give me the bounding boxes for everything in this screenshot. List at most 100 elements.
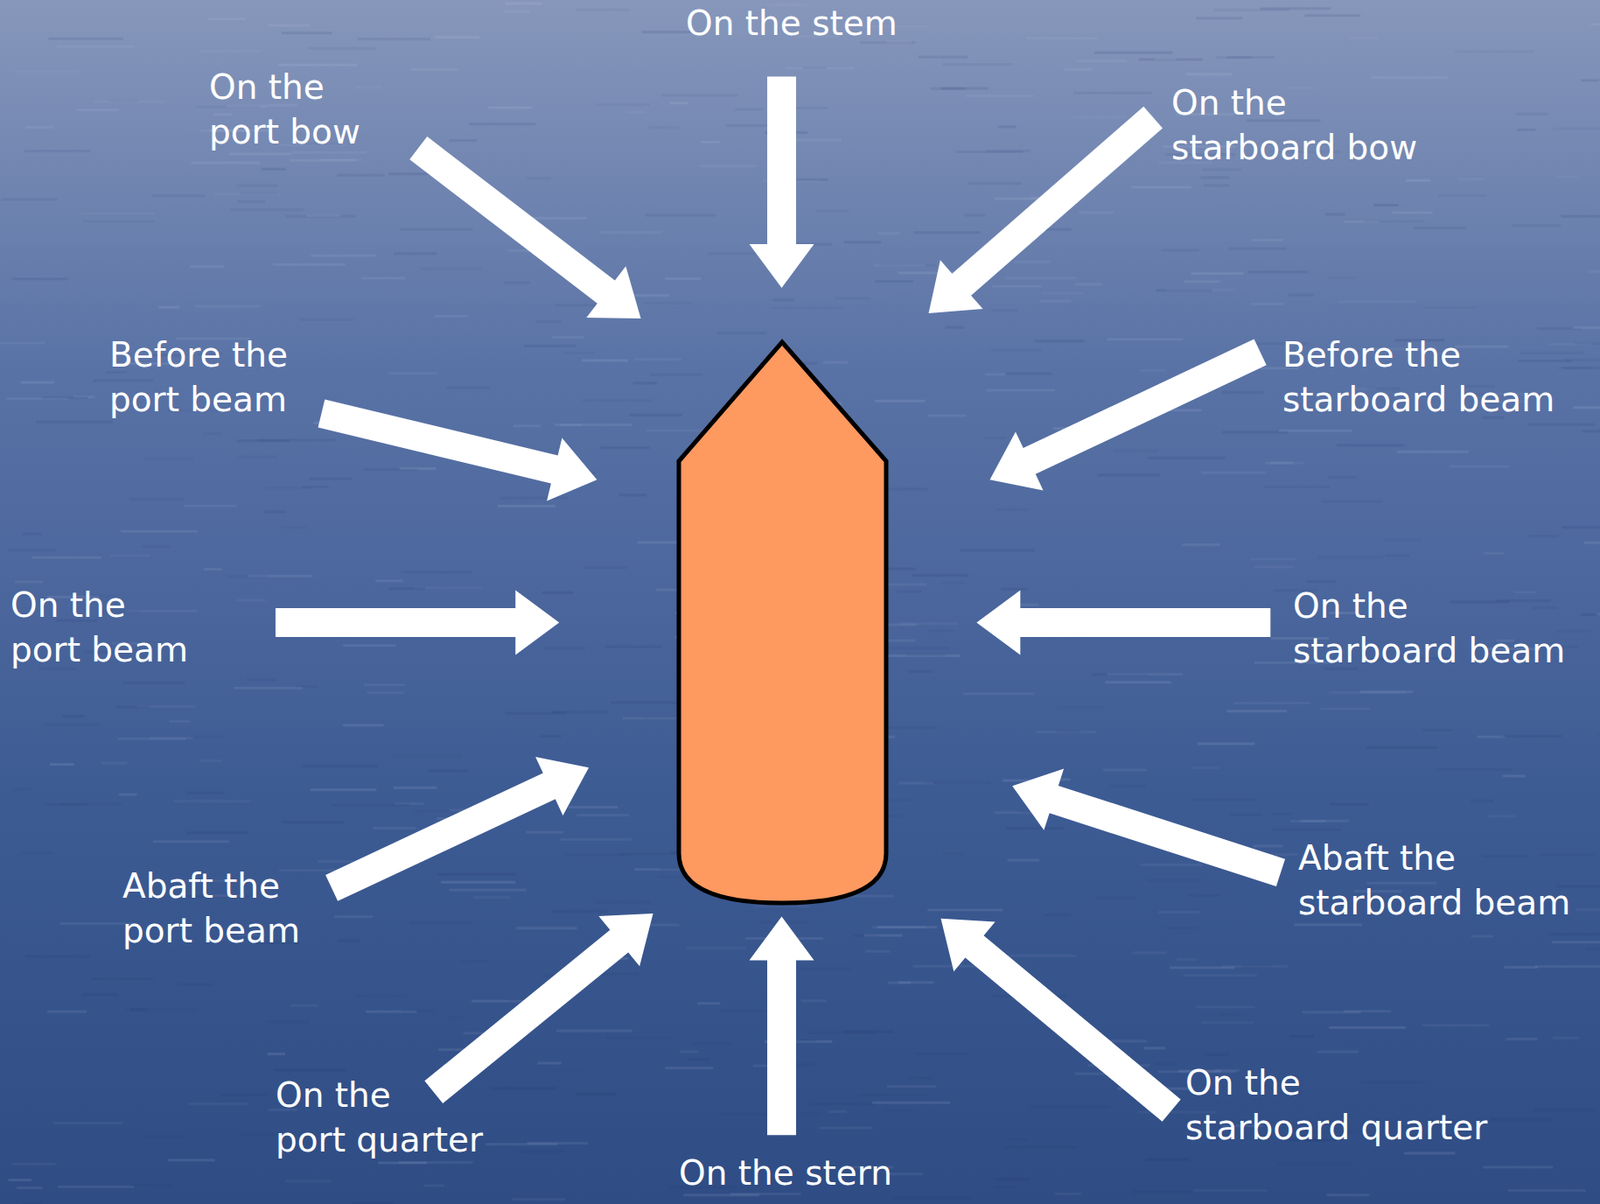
wave-streak bbox=[366, 691, 405, 694]
wave-streak bbox=[1584, 541, 1600, 545]
wave-streak bbox=[83, 219, 155, 223]
label-line: starboard bow bbox=[1171, 125, 1418, 171]
wave-streak bbox=[887, 1084, 937, 1088]
wave-streak bbox=[991, 349, 1042, 352]
wave-streak bbox=[213, 192, 281, 196]
wave-streak bbox=[1548, 932, 1600, 936]
wave-streak bbox=[342, 643, 396, 647]
wave-streak bbox=[642, 301, 692, 305]
wave-streak bbox=[1076, 59, 1127, 63]
wave-streak bbox=[942, 852, 965, 855]
wave-streak bbox=[1370, 76, 1448, 79]
wave-streak bbox=[437, 873, 516, 876]
wave-streak bbox=[1470, 799, 1495, 803]
wave-streak bbox=[388, 586, 426, 590]
wave-streak bbox=[1095, 896, 1136, 900]
wave-streak bbox=[1166, 288, 1236, 292]
wave-streak bbox=[516, 926, 577, 930]
wave-streak bbox=[924, 781, 992, 784]
wave-streak bbox=[1533, 1108, 1594, 1111]
wave-streak bbox=[199, 759, 223, 762]
wave-streak bbox=[540, 734, 561, 738]
wave-streak bbox=[648, 125, 680, 129]
wave-streak bbox=[505, 2, 543, 6]
label-line: On the bbox=[1171, 81, 1418, 126]
wave-streak bbox=[554, 423, 632, 427]
wave-streak bbox=[129, 497, 185, 501]
wave-streak bbox=[499, 496, 567, 500]
wave-streak bbox=[497, 504, 556, 508]
wave-streak bbox=[1596, 612, 1600, 615]
wave-streak bbox=[1216, 55, 1252, 59]
wave-streak bbox=[872, 1101, 951, 1104]
bearing-arrow bbox=[424, 913, 653, 1104]
wave-streak bbox=[54, 1121, 123, 1125]
wave-streak bbox=[142, 1135, 182, 1139]
wave-streak bbox=[16, 1186, 43, 1189]
wave-streak bbox=[1506, 1037, 1538, 1041]
wave-streak bbox=[1, 197, 58, 201]
wave-streak bbox=[876, 925, 937, 929]
wave-streak bbox=[645, 214, 717, 217]
wave-streak bbox=[894, 1195, 972, 1199]
wave-streak bbox=[1154, 1062, 1176, 1065]
wave-streak bbox=[49, 762, 75, 766]
wave-streak bbox=[391, 754, 462, 757]
wave-streak bbox=[1078, 210, 1115, 214]
wave-streak bbox=[1530, 606, 1559, 609]
wave-streak bbox=[914, 230, 981, 234]
wave-streak bbox=[983, 436, 1007, 440]
wave-streak bbox=[273, 1068, 346, 1071]
wave-streak bbox=[1034, 339, 1085, 343]
wave-streak bbox=[664, 277, 701, 280]
wave-streak bbox=[1278, 1162, 1353, 1166]
bearing-arrow bbox=[1012, 768, 1286, 887]
wave-streak bbox=[1483, 551, 1505, 555]
wave-streak bbox=[1132, 950, 1167, 954]
wave-streak bbox=[897, 590, 923, 594]
wave-streak bbox=[1529, 534, 1559, 538]
wave-streak bbox=[928, 413, 967, 417]
wave-streak bbox=[1145, 1158, 1189, 1161]
wave-streak bbox=[802, 66, 827, 70]
label-line: On the bbox=[1185, 1061, 1488, 1106]
label-line: Before the bbox=[109, 333, 288, 378]
wave-streak bbox=[1535, 964, 1600, 968]
wave-streak bbox=[409, 921, 471, 924]
wave-streak bbox=[234, 686, 303, 690]
wave-streak bbox=[1454, 50, 1533, 54]
wave-streak bbox=[632, 381, 657, 385]
wave-streak bbox=[575, 1092, 617, 1096]
wave-streak bbox=[816, 209, 849, 213]
wave-streak bbox=[142, 544, 170, 548]
wave-streak bbox=[649, 373, 703, 377]
wave-streak bbox=[246, 677, 277, 681]
bearing-arrow bbox=[318, 398, 598, 501]
wave-streak bbox=[411, 68, 460, 71]
label-line: On the bbox=[209, 65, 361, 111]
wave-streak bbox=[1075, 282, 1103, 286]
wave-streak bbox=[281, 525, 308, 529]
wave-streak bbox=[281, 31, 333, 35]
wave-streak bbox=[12, 1162, 56, 1166]
wave-streak bbox=[1109, 784, 1146, 788]
wave-streak bbox=[717, 331, 766, 335]
wave-streak bbox=[645, 923, 679, 927]
wave-streak bbox=[1013, 260, 1051, 264]
wave-streak bbox=[1373, 203, 1399, 207]
wave-streak bbox=[1103, 768, 1147, 772]
wave-streak bbox=[1391, 211, 1433, 215]
wave-streak bbox=[300, 764, 378, 768]
wave-streak bbox=[118, 737, 187, 741]
wave-streak bbox=[793, 178, 828, 182]
wave-streak bbox=[1548, 342, 1593, 346]
wave-streak bbox=[753, 904, 810, 908]
wave-streak bbox=[556, 1029, 632, 1033]
wave-streak bbox=[1228, 247, 1286, 251]
wave-streak bbox=[617, 852, 684, 855]
wave-streak bbox=[202, 432, 223, 435]
wave-streak bbox=[1413, 226, 1466, 230]
wave-streak bbox=[525, 831, 564, 834]
wave-streak bbox=[1516, 112, 1549, 116]
wave-streak bbox=[1424, 306, 1477, 309]
